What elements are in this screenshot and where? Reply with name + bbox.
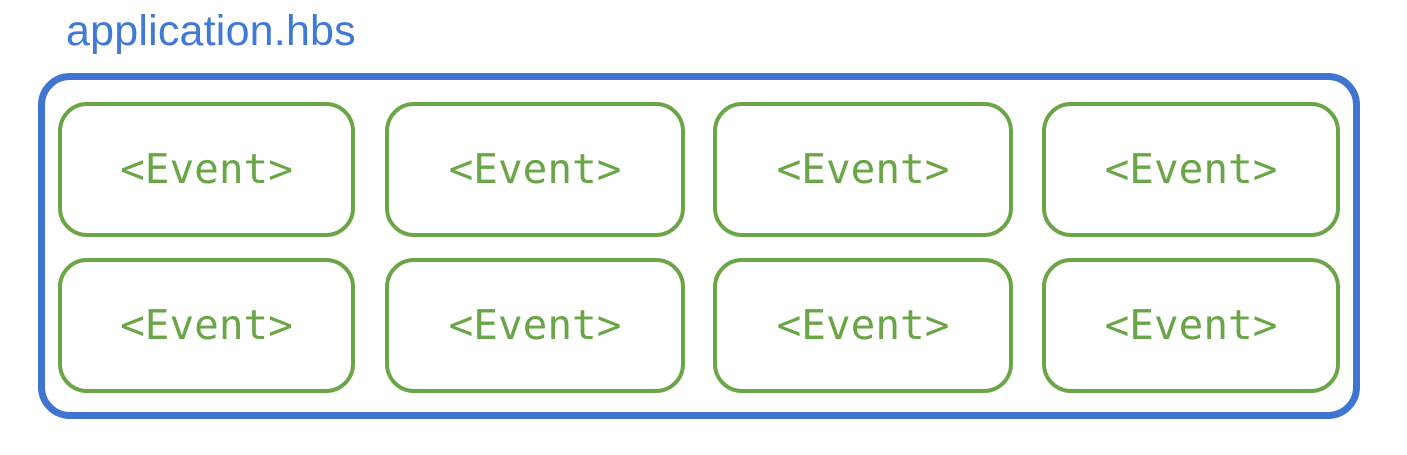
event-component-box[interactable]: <Event>: [713, 258, 1013, 393]
event-component-box[interactable]: <Event>: [1042, 258, 1340, 393]
event-component-label: <Event>: [1104, 301, 1278, 349]
event-component-label: <Event>: [776, 301, 950, 349]
event-component-box[interactable]: <Event>: [1042, 102, 1340, 237]
event-component-box[interactable]: <Event>: [713, 102, 1013, 237]
event-component-grid: <Event> <Event> <Event> <Event> <Event> …: [58, 102, 1340, 393]
event-component-label: <Event>: [448, 145, 622, 193]
event-component-label: <Event>: [448, 301, 622, 349]
application-template-container: [38, 73, 1360, 419]
event-component-label: <Event>: [1104, 145, 1278, 193]
file-name-label: application.hbs: [66, 7, 356, 55]
event-component-box[interactable]: <Event>: [58, 258, 355, 393]
event-component-label: <Event>: [776, 145, 950, 193]
event-component-box[interactable]: <Event>: [58, 102, 355, 237]
event-component-label: <Event>: [120, 145, 293, 193]
event-component-box[interactable]: <Event>: [385, 102, 685, 237]
event-component-label: <Event>: [120, 301, 293, 349]
event-row-2: <Event> <Event> <Event> <Event>: [58, 258, 1340, 393]
event-component-box[interactable]: <Event>: [385, 258, 685, 393]
event-row-1: <Event> <Event> <Event> <Event>: [58, 102, 1340, 237]
